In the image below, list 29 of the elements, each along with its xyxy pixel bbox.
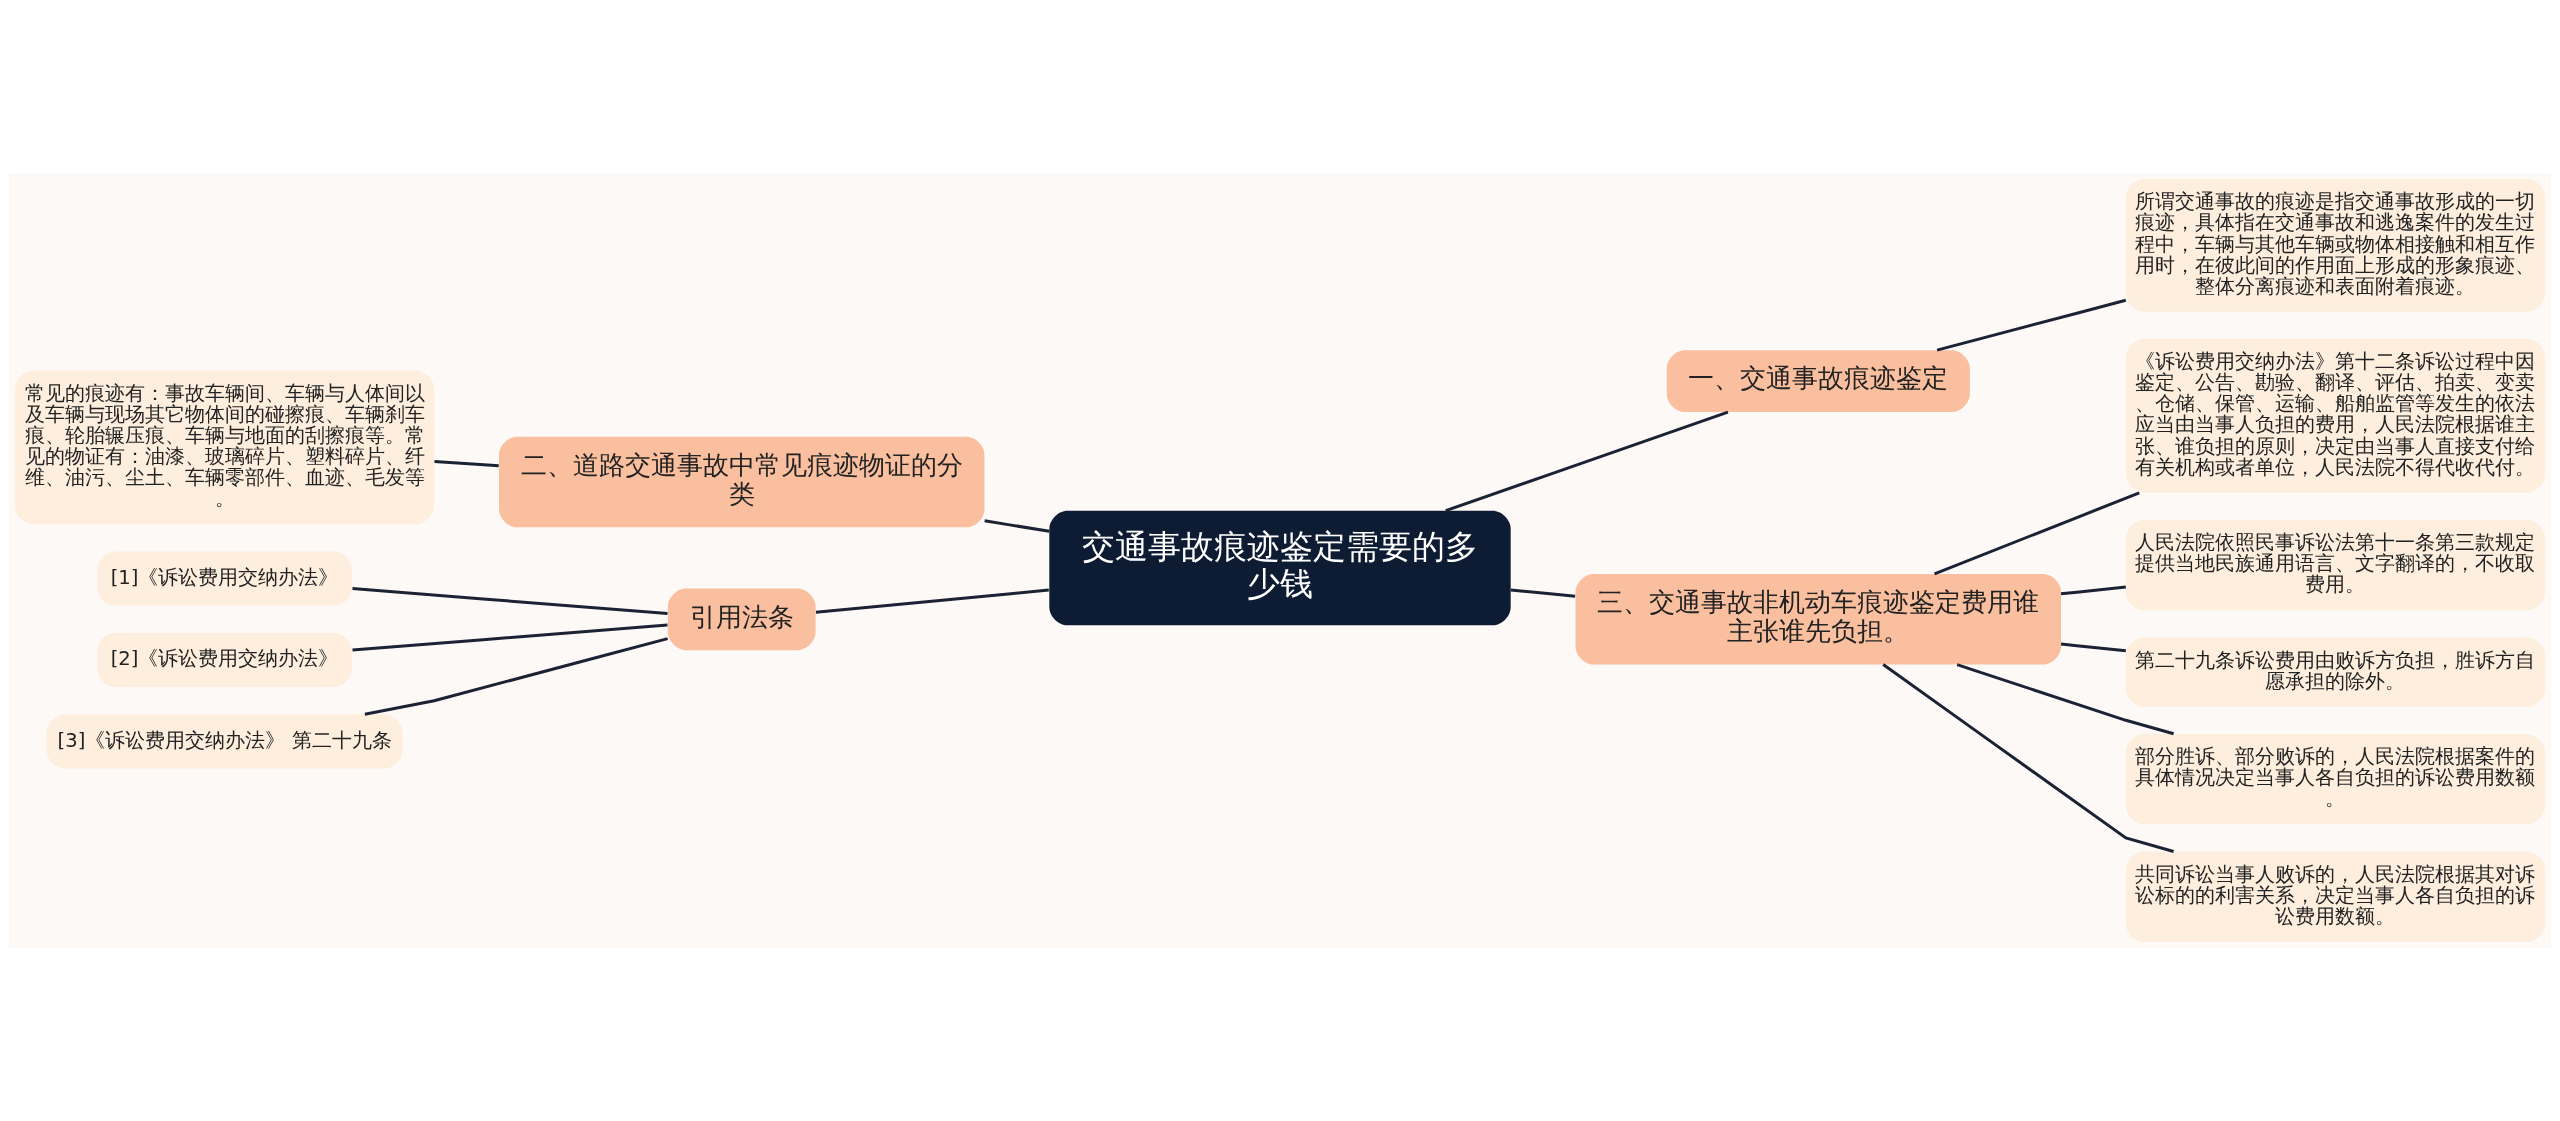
node-box: 部分胜诉、部分败诉的，人民法院根据案件的具体情况决定当事人各自负担的诉讼费用数额。	[2125, 733, 2546, 825]
connector	[2060, 642, 2126, 653]
connector	[1445, 410, 1729, 513]
connector	[1936, 298, 2127, 352]
connector	[1510, 588, 1576, 598]
connector	[364, 637, 669, 716]
connector	[2060, 585, 2126, 596]
node-box: 一、交通事故痕迹鉴定	[1666, 350, 1970, 412]
node-box: 共同诉讼当事人败诉的，人民法院根据其对诉讼标的的利害关系，决定当事人各自负担的诉讼费用数额。	[2125, 851, 2546, 942]
node-box: [3]《诉讼费用交纳办法》 第二十九条	[46, 714, 403, 769]
node-box: 交通事故痕迹鉴定需要的多少钱	[1049, 510, 1511, 626]
node-box: [1]《诉讼费用交纳办法》	[97, 551, 352, 606]
connector	[434, 459, 499, 468]
node-box: 引用法条	[667, 588, 816, 651]
connector	[1956, 663, 2174, 736]
connector	[352, 587, 668, 616]
node-box: 二、道路交通事故中常见痕迹物证的分类	[498, 436, 985, 528]
node-box: 《诉讼费用交纳办法》第十二条诉讼过程中因鉴定、公告、勘验、翻译、评估、拍卖、变卖、仓储、保管、运输、船舶监管等发生的依法应当由当事人负担的费用，人民法院根据谁主张、谁负担的原则，决定由当事人直接支付给有关机构或者单位，人民法院不得代收代付。	[2125, 338, 2546, 493]
connector	[815, 588, 1049, 614]
node-box: 第二十九条诉讼费用由败诉方负担，胜诉方自愿承担的除外。	[2125, 637, 2546, 707]
connector	[1882, 663, 2174, 853]
connector	[984, 519, 1050, 533]
node-box: [2]《诉讼费用交纳办法》	[97, 632, 352, 688]
node-box: 人民法院依照民事诉讼法第十一条第三款规定提供当地民族通用语言、文字翻译的，不收取费用。	[2125, 519, 2546, 611]
node-box: 所谓交通事故的痕迹是指交通事故形成的一切痕迹，具体指在交通事故和逃逸案件的发生过程中，车辆与其他车辆或物体相接触和相互作用时，在彼此间的作用面上形成的形象痕迹、整体分离痕迹和表面附着痕迹。	[2125, 179, 2546, 312]
node-box: 三、交通事故非机动车痕迹鉴定费用谁主张谁先负担。	[1575, 574, 2062, 665]
connector	[352, 623, 668, 652]
connector	[1933, 491, 2140, 576]
node-box: 常见的痕迹有：事故车辆间、车辆与人体间以及车辆与现场其它物体间的碰擦痕、车辆刹车痕、轮胎辗压痕、车辆与地面的刮擦痕等。常见的物证有：油漆、玻璃碎片、塑料碎片、纤维、油污、尘土、车辆零部件、血迹、毛发等。	[14, 370, 435, 525]
